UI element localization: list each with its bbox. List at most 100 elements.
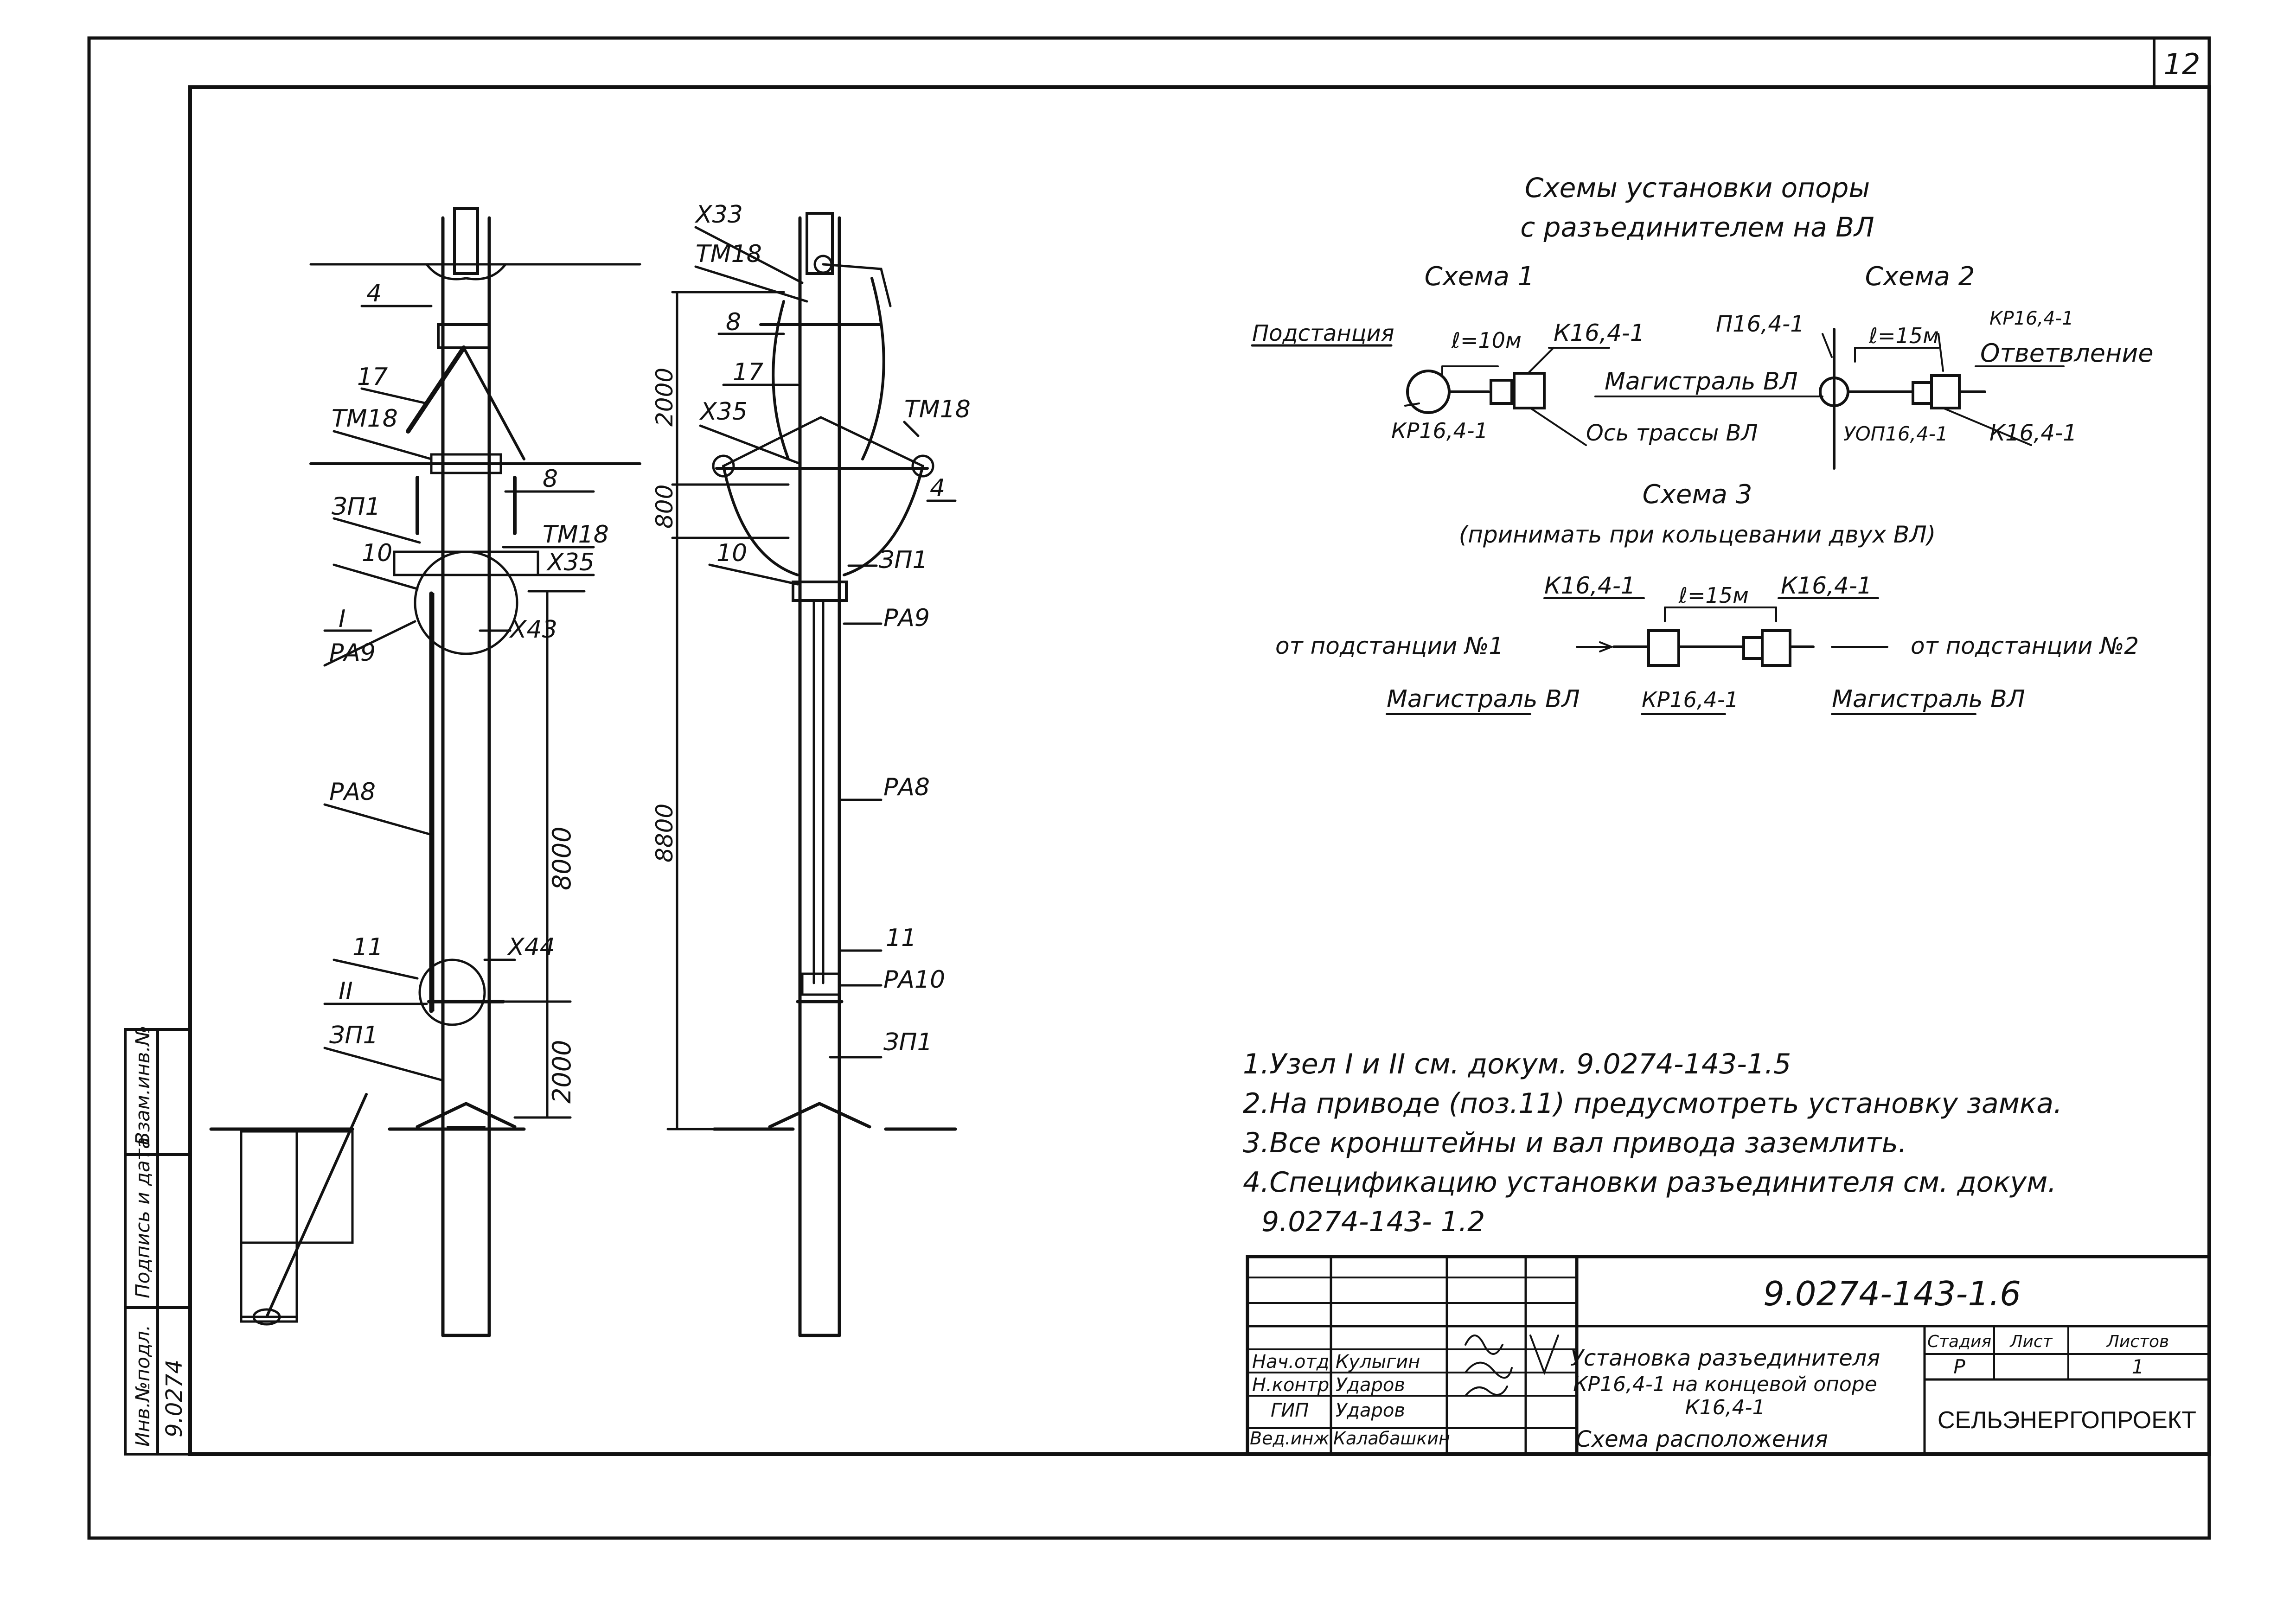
side-stamp [124,1028,192,1456]
scheme1-pole-bottom: КР16,4-1 [1391,418,1488,443]
left-pole [209,207,641,1337]
right-label-11: 11 [886,924,916,952]
scheme1-title: Схема 1 [1425,262,1535,292]
right-label-zp1-b: ЗП1 [883,1028,933,1056]
right-pole-labels: Х33 ТМ18 8 17 Х35 ТМ18 4 10 ЗП1 РА9 РА8 … [694,201,971,1056]
right-dim-800: 800 [651,485,678,529]
right-dim-8800: 8800 [651,804,678,862]
right-label-tm18-a: ТМ18 [696,240,762,268]
doc-title-3: К16,4-1 [1685,1396,1765,1419]
left-label-x35: Х35 [546,549,595,576]
schemes-text: Схемы установки опоры с разъединителем н… [1252,172,2154,713]
right-label-8: 8 [726,308,741,336]
page-number-box [2153,37,2211,89]
stage-value: Р [1953,1355,1965,1378]
scheme-1-graphic [1251,344,1610,446]
right-label-10: 10 [716,539,747,567]
scheme2-left-bottom: УОП16,4-1 [1843,422,1948,445]
scheme3-left-top: К16,4-1 [1544,572,1636,599]
right-label-ra9: РА9 [883,604,930,632]
side-labels: Инв.№подл. Подпись и дата Взам.инв.№ 9.0… [131,1026,187,1447]
right-label-x35: Х35 [699,398,748,426]
schemes-title-1: Схемы установки опоры [1525,172,1870,204]
left-dim-2000: 2000 [547,1040,576,1104]
scheme2-distance: ℓ=15м [1868,323,1939,348]
right-label-ra8: РА8 [883,773,930,801]
note-3: 3.Все кронштейны и вал привода заземлить… [1243,1127,1907,1159]
sheets-header: Листов [2106,1332,2169,1351]
role-head: Нач.отд [1252,1351,1329,1373]
scheme3-main-left: Магистраль ВЛ [1387,685,1580,713]
notes: 1.Узел I и II см. докум. 9.0274-143-1.5 … [1243,1048,2062,1238]
stage-header: Стадия [1927,1332,1991,1351]
scheme-2-graphic [1594,328,2065,470]
note-1: 1.Узел I и II см. докум. 9.0274-143-1.5 [1243,1048,1791,1080]
side-label-signature: Подпись и дата [131,1137,154,1298]
scheme3-right-top: К16,4-1 [1781,572,1872,599]
doc-title-4: Схема расположения [1576,1426,1828,1452]
left-label-8: 8 [543,465,558,493]
left-label-4: 4 [366,280,382,307]
right-label-ra10: РА10 [883,966,945,994]
role-lead-engineer: Вед.инж [1250,1428,1330,1449]
scheme3-title: Схема 3 [1643,479,1752,510]
scheme-3-graphic [1386,597,1976,715]
scheme2-title: Схема 2 [1865,262,1975,292]
right-label-x33: Х33 [694,201,743,229]
scheme1-pole-top: К16,4-1 [1554,319,1645,346]
scheme1-distance: ℓ=10м [1451,328,1522,353]
name-control: Ударов [1336,1374,1405,1396]
left-label-zp1-a: ЗП1 [332,493,381,521]
name-chief-engineer: Ударов [1336,1400,1405,1421]
left-label-11: 11 [352,933,383,961]
title-block: 9.0274-143-1.6 Нач.отд Н.контр ГИП Вед.и… [1250,1274,2169,1452]
name-head: Кулыгин [1336,1351,1420,1373]
scheme3-from-left: от подстанции №1 [1275,632,1503,659]
role-chief-engineer: ГИП [1271,1400,1309,1421]
inventory-number: 9.0274 [161,1360,187,1437]
scheme1-substation: Подстанция [1252,320,1394,346]
sheet-header: Лист [2009,1332,2053,1351]
note-2: 2.На приводе (поз.11) предусмотреть уста… [1243,1087,2062,1120]
right-dim-2000: 2000 [651,368,678,427]
scheme3-from-right: от подстанции №2 [1911,632,2139,659]
right-label-zp1-a: ЗП1 [879,546,928,574]
scheme2-left-top: П16,4-1 [1716,311,1804,337]
left-label-node-1: I [339,605,345,633]
scheme2-branch: Ответвление [1980,338,2154,368]
left-label-17: 17 [357,363,388,391]
role-control: Н.контр [1252,1374,1329,1396]
inner-frame [188,85,2211,1456]
scheme2-right-bottom: К16,4-1 [1989,420,2077,446]
scheme3-distance: ℓ=15м [1678,583,1749,608]
left-label-node-2: II [339,977,353,1005]
scheme2-right-top: КР16,4-1 [1989,308,2073,329]
note-4-continuation: 9.0274-143- 1.2 [1261,1206,1485,1238]
name-lead-engineer: Калабашкин [1333,1428,1450,1449]
schemes-title-2: с разъединителем на ВЛ [1520,211,1874,243]
left-label-zp1-b: ЗП1 [329,1022,378,1049]
left-label-ra9: РА9 [329,639,376,667]
title-block-grid [1246,1255,2211,1456]
scheme3-subtitle: (принимать при кольцевании двух ВЛ) [1459,521,1936,548]
right-pole [666,212,957,1337]
left-label-x44: Х44 [506,933,555,961]
page-number: 12 [2164,47,2200,81]
doc-title-2: КР16,4-1 на концевой опоре [1573,1373,1877,1396]
scheme3-main-right: Магистраль ВЛ [1832,685,2025,713]
left-label-tm18-b: ТМ18 [543,521,609,549]
right-label-4: 4 [930,474,945,502]
organization-name: СЕЛЬЭНЕРГОПРОЕКТ [1938,1407,2196,1434]
sheets-value: 1 [2132,1355,2144,1378]
scheme2-main-line: Магистраль ВЛ [1605,368,1798,396]
left-label-tm18-a: ТМ18 [332,405,398,433]
doc-title-1: Установка разъединителя [1570,1345,1880,1371]
right-label-tm18-b: ТМ18 [904,396,971,423]
note-4: 4.Спецификацию установки разъединителя с… [1243,1166,2056,1199]
right-label-17: 17 [733,358,763,386]
document-code: 9.0274-143-1.6 [1763,1274,2021,1313]
side-label-inventory: Инв.№подл. [131,1325,154,1447]
left-dim-8000: 8000 [547,827,576,890]
left-pole-labels: 4 17 ТМ18 8 ЗП1 ТМ18 10 Х35 I РА9 Х43 РА… [329,280,609,1049]
